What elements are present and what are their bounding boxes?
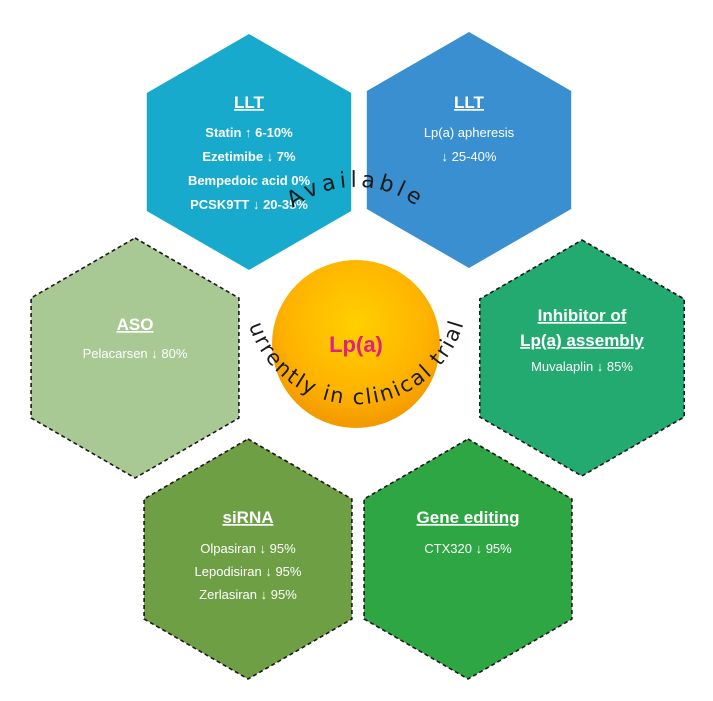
hexagon-line-inhibitor: Muvalaplin ↓ 85%	[531, 359, 633, 374]
hexagon-line-llt-drugs: Bempedoic acid 0%	[188, 173, 311, 188]
hexagon-shape-sirna	[143, 438, 353, 680]
hexagon-aso: ASO Pelacarsen ↓ 80%	[30, 237, 240, 479]
hexagon-llt-drugs: LLT Statin ↑ 6-10% Ezetimibe ↓ 7% Bempedoic…	[146, 34, 352, 270]
hexagon-title-inhibitor: Inhibitor of	[538, 306, 627, 325]
hexagon-line-aso: Pelacarsen ↓ 80%	[83, 346, 188, 361]
hexagon-line-sirna: Olpasiran ↓ 95%	[200, 541, 296, 556]
hexagon-line-llt-apheresis: ↓ 25-40%	[442, 149, 497, 164]
center-circle	[272, 260, 440, 428]
hexagon-title-gene-editing: Gene editing	[417, 508, 520, 527]
hexagon-line-llt-drugs: Statin ↑ 6-10%	[205, 125, 293, 140]
hexagon-line-gene-editing: CTX320 ↓ 95%	[424, 541, 512, 556]
hexagon-line-sirna: Zerlasiran ↓ 95%	[199, 587, 297, 602]
hexagon-line-sirna: Lepodisiran ↓ 95%	[195, 564, 302, 579]
hexagon-shape-llt-drugs	[146, 34, 352, 270]
hexagon-line-llt-drugs: PCSK9TT ↓ 20-35%	[190, 197, 308, 212]
hexagon-shape-llt-apheresis	[366, 32, 572, 268]
hexagon-title-llt-apheresis: LLT	[454, 93, 485, 112]
hexagon-line-llt-apheresis: Lp(a) apheresis	[424, 125, 515, 140]
hexagon-layer: LLT Statin ↑ 6-10% Ezetimibe ↓ 7% Bempedoic…	[30, 32, 686, 680]
hexagon-shape-aso	[30, 237, 240, 479]
center-label: Lp(a)	[329, 332, 383, 357]
hexagon-shape-inhibitor	[478, 239, 686, 477]
hexagon-shape-gene-editing	[363, 438, 573, 680]
hexagon-title-sirna: siRNA	[222, 508, 273, 527]
hexagon-title-inhibitor: Lp(a) assembly	[520, 331, 644, 350]
hexagon-llt-apheresis: LLT Lp(a) apheresis ↓ 25-40%	[366, 32, 572, 268]
hexagon-sirna: siRNA Olpasiran ↓ 95% Lepodisiran ↓ 95% Zer…	[143, 438, 353, 680]
hexagon-title-llt-drugs: LLT	[234, 93, 265, 112]
hexagon-line-llt-drugs: Ezetimibe ↓ 7%	[202, 149, 296, 164]
hexagon-title-aso: ASO	[117, 315, 154, 334]
